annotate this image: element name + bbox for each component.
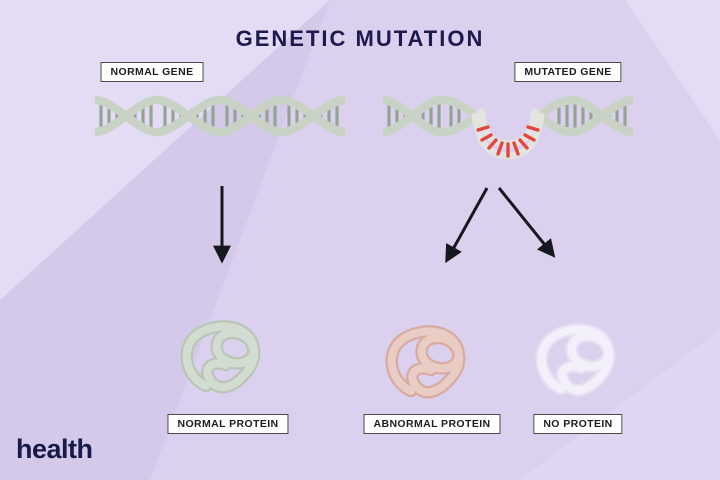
mutated-dna-helix-icon [383,95,633,160]
normal-protein-label: NORMAL PROTEIN [167,414,289,434]
dna-rungs [387,102,627,130]
mutation-highlight [476,125,540,158]
normal-dna-helix-icon [95,95,345,137]
no-protein-icon [535,323,616,397]
no-protein-label: NO PROTEIN [533,414,623,434]
dna-strands [383,95,633,137]
normal-gene-label: NORMAL GENE [100,62,204,82]
dna-strands [95,95,345,137]
background-corner-bottom-right [520,330,720,480]
page-title: GENETIC MUTATION [235,26,485,51]
abnormal-protein-label: ABNORMAL PROTEIN [363,414,501,434]
abnormal-protein-icon [385,325,466,399]
mutation-bubble [471,108,545,160]
normal-protein-icon [180,320,261,394]
background-triangle-top-left [0,0,330,300]
background-triangle-top-right [625,0,720,140]
mutated-gene-label: MUTATED GENE [514,62,622,82]
health-logo: health [16,434,93,464]
